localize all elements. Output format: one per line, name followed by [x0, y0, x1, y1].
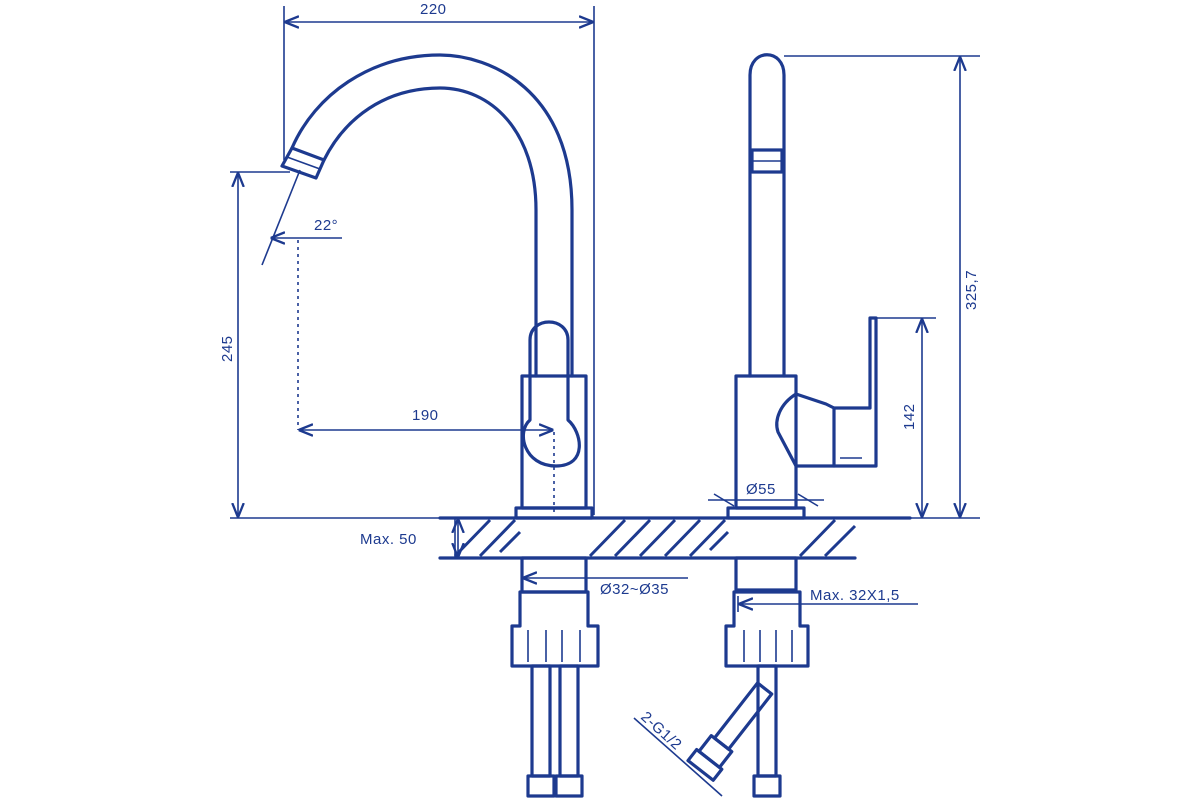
hose-right — [558, 664, 580, 778]
label-handle-height: 142 — [901, 403, 918, 430]
shank — [520, 556, 588, 594]
label-thread: Max. 32X1,5 — [810, 587, 900, 604]
hose-angled — [686, 681, 774, 782]
label-overall-width: 220 — [420, 1, 447, 18]
handle-front — [521, 320, 581, 468]
label-max-countertop: Max. 50 — [360, 531, 417, 548]
label-hole-diameter: Ø32~Ø35 — [600, 581, 669, 598]
hose-vertical — [756, 664, 778, 778]
label-spout-reach: 190 — [412, 407, 439, 424]
handle-side — [775, 392, 836, 468]
faucet-front-view — [280, 53, 600, 798]
label-base-diameter: Ø55 — [746, 481, 776, 498]
label-hose-connection: 2-G1/2 — [637, 708, 685, 753]
aerator-side — [750, 148, 784, 174]
spout-outer — [290, 53, 574, 378]
spout-inner — [322, 86, 538, 378]
label-total-height: 325,7 — [963, 270, 980, 310]
label-spout-height: 245 — [219, 335, 236, 362]
dimension-lines — [230, 6, 980, 797]
label-spout-angle: 22° — [314, 217, 338, 234]
aerator — [280, 146, 326, 180]
mounting-nut — [510, 590, 600, 668]
countertop — [438, 516, 912, 560]
faucet-side-view — [686, 53, 878, 798]
spout-side — [748, 53, 786, 378]
countertop-hatching — [453, 518, 857, 558]
hose-left — [530, 664, 552, 778]
